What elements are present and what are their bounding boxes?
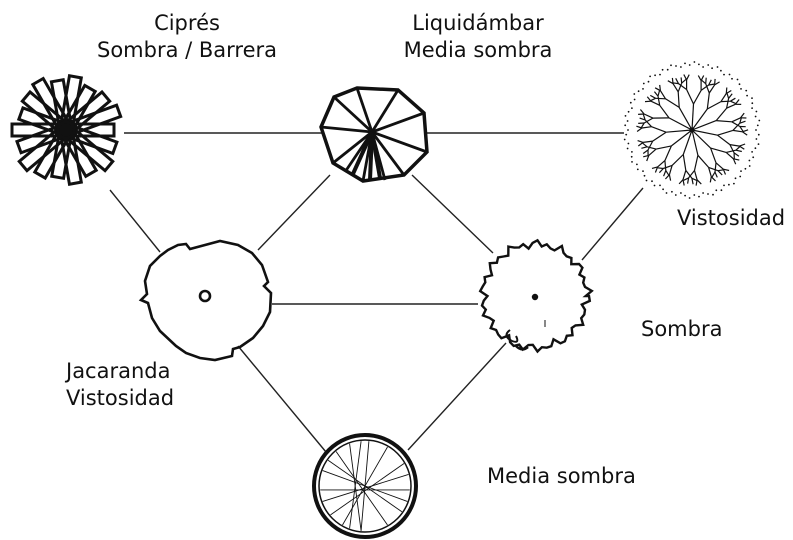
cypress-name: Ciprés xyxy=(154,11,220,35)
shade-tree-symbol xyxy=(478,238,594,354)
jacaranda-use: Vistosidad xyxy=(66,386,175,410)
bottom-use-label: Media sombra xyxy=(487,464,636,488)
sweetgum-tree-symbol xyxy=(319,86,429,183)
sweetgum-label: Liquidámbar Media sombra xyxy=(388,10,568,64)
connector-cypress-jacaranda xyxy=(109,189,161,253)
connector-lines xyxy=(109,132,644,453)
connector-sweetgum-shade xyxy=(411,174,494,254)
cypress-tree-symbol xyxy=(10,74,123,186)
ornamental-tree-symbol xyxy=(623,61,761,199)
sweetgum-name: Liquidámbar xyxy=(412,11,544,35)
half-shade-tree-symbol xyxy=(312,433,418,539)
connector-shade-halfshade xyxy=(407,342,507,451)
top-right-use-label: Vistosidad xyxy=(677,206,786,230)
cypress-use: Sombra / Barrera xyxy=(96,38,278,62)
connector-jacaranda-halfshade xyxy=(237,345,327,453)
sweetgum-use: Media sombra xyxy=(403,38,553,62)
jacaranda-label: Jacaranda Vistosidad xyxy=(66,358,174,412)
connector-ornamental-shade xyxy=(581,187,644,261)
middle-right-use-label: Sombra xyxy=(641,317,723,341)
connector-sweetgum-jacaranda xyxy=(257,174,331,251)
jacaranda-tree-symbol xyxy=(138,239,273,362)
jacaranda-name: Jacaranda xyxy=(66,359,171,383)
cypress-label: Ciprés Sombra / Barrera xyxy=(82,10,292,64)
